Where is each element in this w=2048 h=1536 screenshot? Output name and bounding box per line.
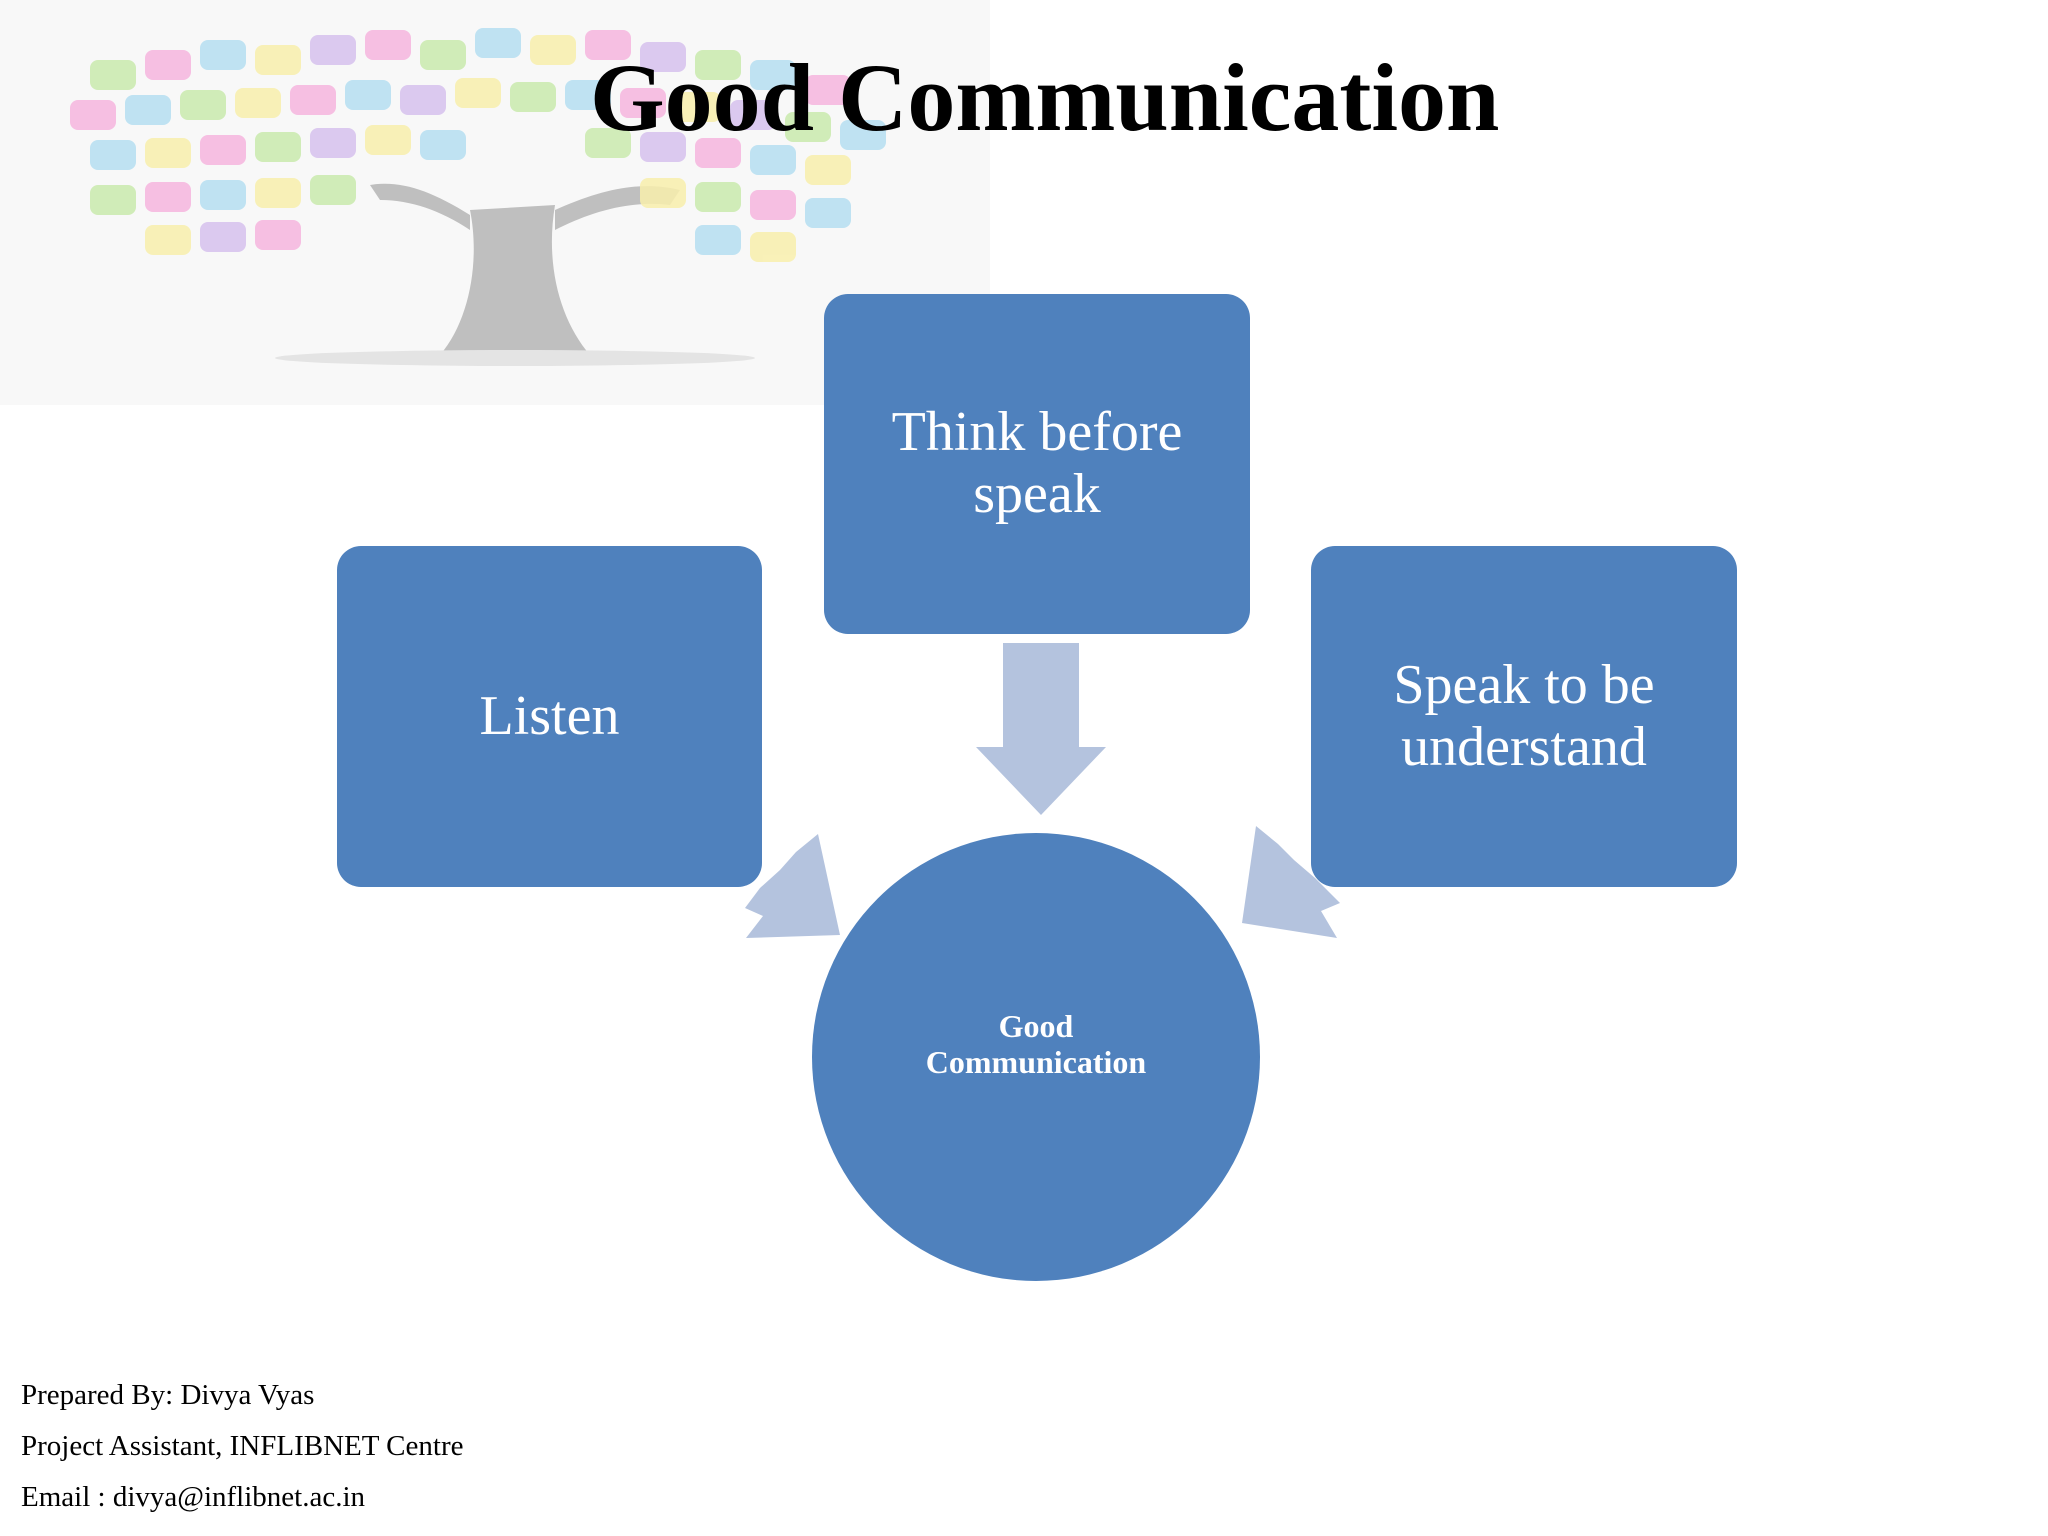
diagram-center-circle: Good Communication <box>812 833 1260 1281</box>
tree-illustration <box>0 0 990 405</box>
down-arrow-icon <box>976 643 1106 815</box>
position-text: Project Assistant, INFLIBNET Centre <box>21 1430 464 1462</box>
center-label: Good Communication <box>925 1007 1147 1080</box>
slide-title: Good Communication <box>590 44 1500 151</box>
diagram-box-think: Think before speak <box>824 294 1250 634</box>
email-text: Email : divya@inflibnet.ac.in <box>21 1481 366 1513</box>
diagram-box-speak: Speak to be understand <box>1311 546 1737 887</box>
box-label: Listen <box>479 684 620 747</box>
diagram-box-listen: Listen <box>337 546 762 887</box>
prepared-by-text: Prepared By: Divya Vyas <box>21 1379 315 1411</box>
footer-credits: Prepared By: Divya Vyas Project Assistan… <box>21 1370 463 1523</box>
box-label: Speak to be understand <box>1393 653 1655 778</box>
box-label: Think before speak <box>891 401 1183 525</box>
